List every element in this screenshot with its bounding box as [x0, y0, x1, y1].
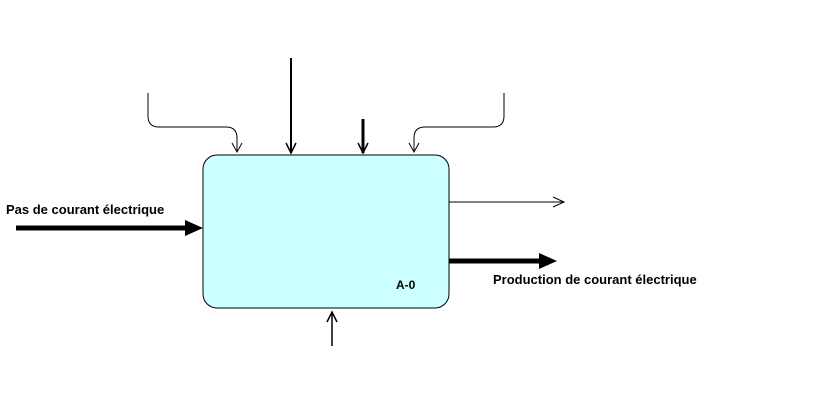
output-label: Production de courant électrique: [493, 272, 697, 287]
control-arrow-1-head: [231, 142, 243, 154]
control-arrow-1: [147, 93, 238, 152]
activity-box-a0: [202, 154, 450, 309]
control-arrow-2-head: [285, 142, 297, 155]
output-arrow-1-head: [552, 196, 566, 208]
node-code-label: A-0: [396, 278, 416, 292]
output-arrow-2-head: [539, 253, 557, 269]
control-arrow-3-head: [357, 142, 369, 155]
control-arrow-4: [413, 93, 505, 152]
control-arrow-4-head: [408, 142, 420, 154]
input-label: Pas de courant électrique: [6, 202, 165, 217]
mechanism-arrow-head: [326, 310, 338, 323]
input-arrow-head: [185, 220, 203, 236]
